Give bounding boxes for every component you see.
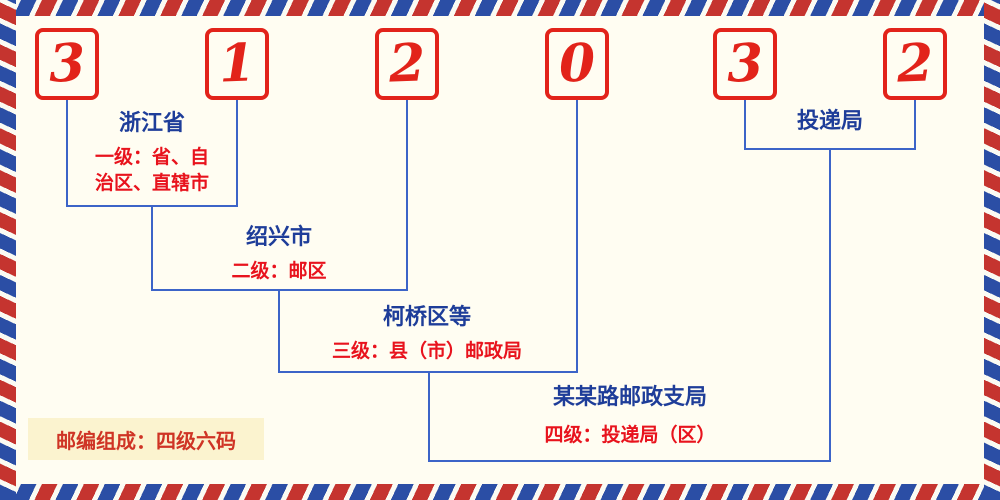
level2-desc: 二级：邮区: [231, 260, 327, 282]
connector-level2-right: [406, 100, 408, 289]
postal-digit-2: 1: [217, 32, 257, 95]
postal-digit-3: 2: [387, 32, 427, 95]
digit-box-4: 0: [545, 28, 609, 100]
level1-desc-line1: 一级：省、自: [94, 146, 209, 168]
level4-desc: 四级：投递局（区）: [544, 424, 716, 446]
connector-level3-right: [576, 100, 578, 371]
connector-level1-right: [236, 100, 238, 205]
postal-digit-6: 2: [895, 32, 935, 95]
postal-digit-5: 3: [725, 32, 765, 95]
level3-desc: 三级：县（市）邮政局: [331, 340, 522, 362]
composition-note-text: 邮编组成：四级六码: [56, 428, 236, 453]
digit-box-3: 2: [375, 28, 439, 100]
postal-digit-1: 3: [47, 32, 87, 95]
composition-note-badge: 邮编组成：四级六码: [28, 418, 264, 460]
airmail-border-bottom: [0, 484, 1000, 500]
level1-name: 浙江省: [118, 111, 185, 136]
connector-delivery-right: [914, 100, 916, 148]
connector-delivery-left: [744, 100, 746, 148]
level2-label-group: 绍兴市 二级：邮区: [179, 224, 379, 284]
digit-box-2: 1: [205, 28, 269, 100]
connector-level4-left: [428, 371, 430, 460]
delivery-office-label-group: 投递局: [750, 108, 910, 142]
airmail-border-top: [0, 0, 1000, 16]
digit-box-1: 3: [35, 28, 99, 100]
digit-box-5: 3: [713, 28, 777, 100]
delivery-office-name: 投递局: [796, 109, 863, 134]
postal-digit-4: 0: [557, 32, 597, 95]
level3-label-group: 柯桥区等 三级：县（市）邮政局: [287, 304, 567, 364]
level3-name: 柯桥区等: [382, 305, 471, 330]
airmail-border-right: [984, 0, 1000, 500]
connector-level4-bottom: [428, 460, 831, 462]
connector-level2-left: [151, 205, 153, 289]
level1-label-group: 浙江省 一级：省、自 治区、直辖市: [64, 110, 240, 196]
level4-name: 某某路邮政支局: [552, 385, 707, 410]
airmail-border-left: [0, 0, 16, 500]
level4-label-group: 某某路邮政支局 四级：投递局（区）: [500, 384, 760, 448]
connector-level1-left: [66, 100, 68, 205]
level2-name: 绍兴市: [245, 225, 312, 250]
digit-box-6: 2: [883, 28, 947, 100]
connector-level3-left: [278, 289, 280, 371]
level1-desc-line2: 治区、直辖市: [94, 172, 209, 194]
connector-level4-right: [829, 148, 831, 460]
